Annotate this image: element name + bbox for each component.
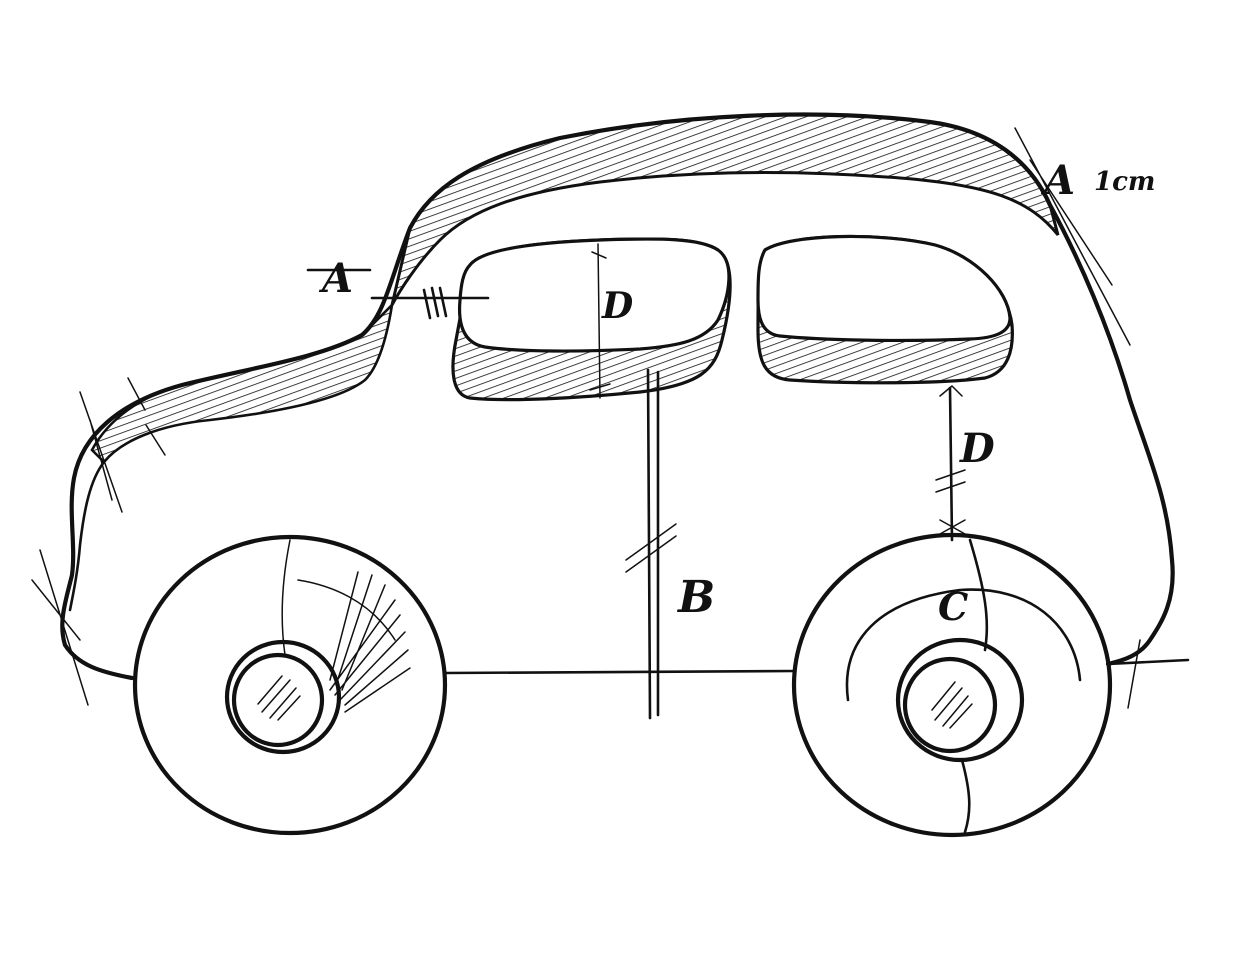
scale-note: 1cm (1094, 167, 1155, 197)
label-a-left: A (318, 255, 353, 302)
ground-line (443, 658, 1190, 675)
front-wheel (791, 532, 1113, 838)
label-d-lower: D (959, 425, 995, 472)
rear-wheel (132, 534, 448, 836)
label-c: C (938, 584, 968, 629)
construction-lines (31, 127, 1141, 720)
label-d-window: D (601, 285, 633, 327)
front-window (451, 237, 732, 402)
label-b: B (676, 572, 715, 623)
car-body (60, 112, 1190, 681)
label-a-right: A (1040, 157, 1075, 204)
roof-band (390, 113, 1060, 306)
rear-window (756, 234, 1014, 385)
hood-band (90, 301, 394, 464)
rear-wheel-spokes (329, 571, 411, 713)
hood-inner-line (68, 460, 106, 612)
